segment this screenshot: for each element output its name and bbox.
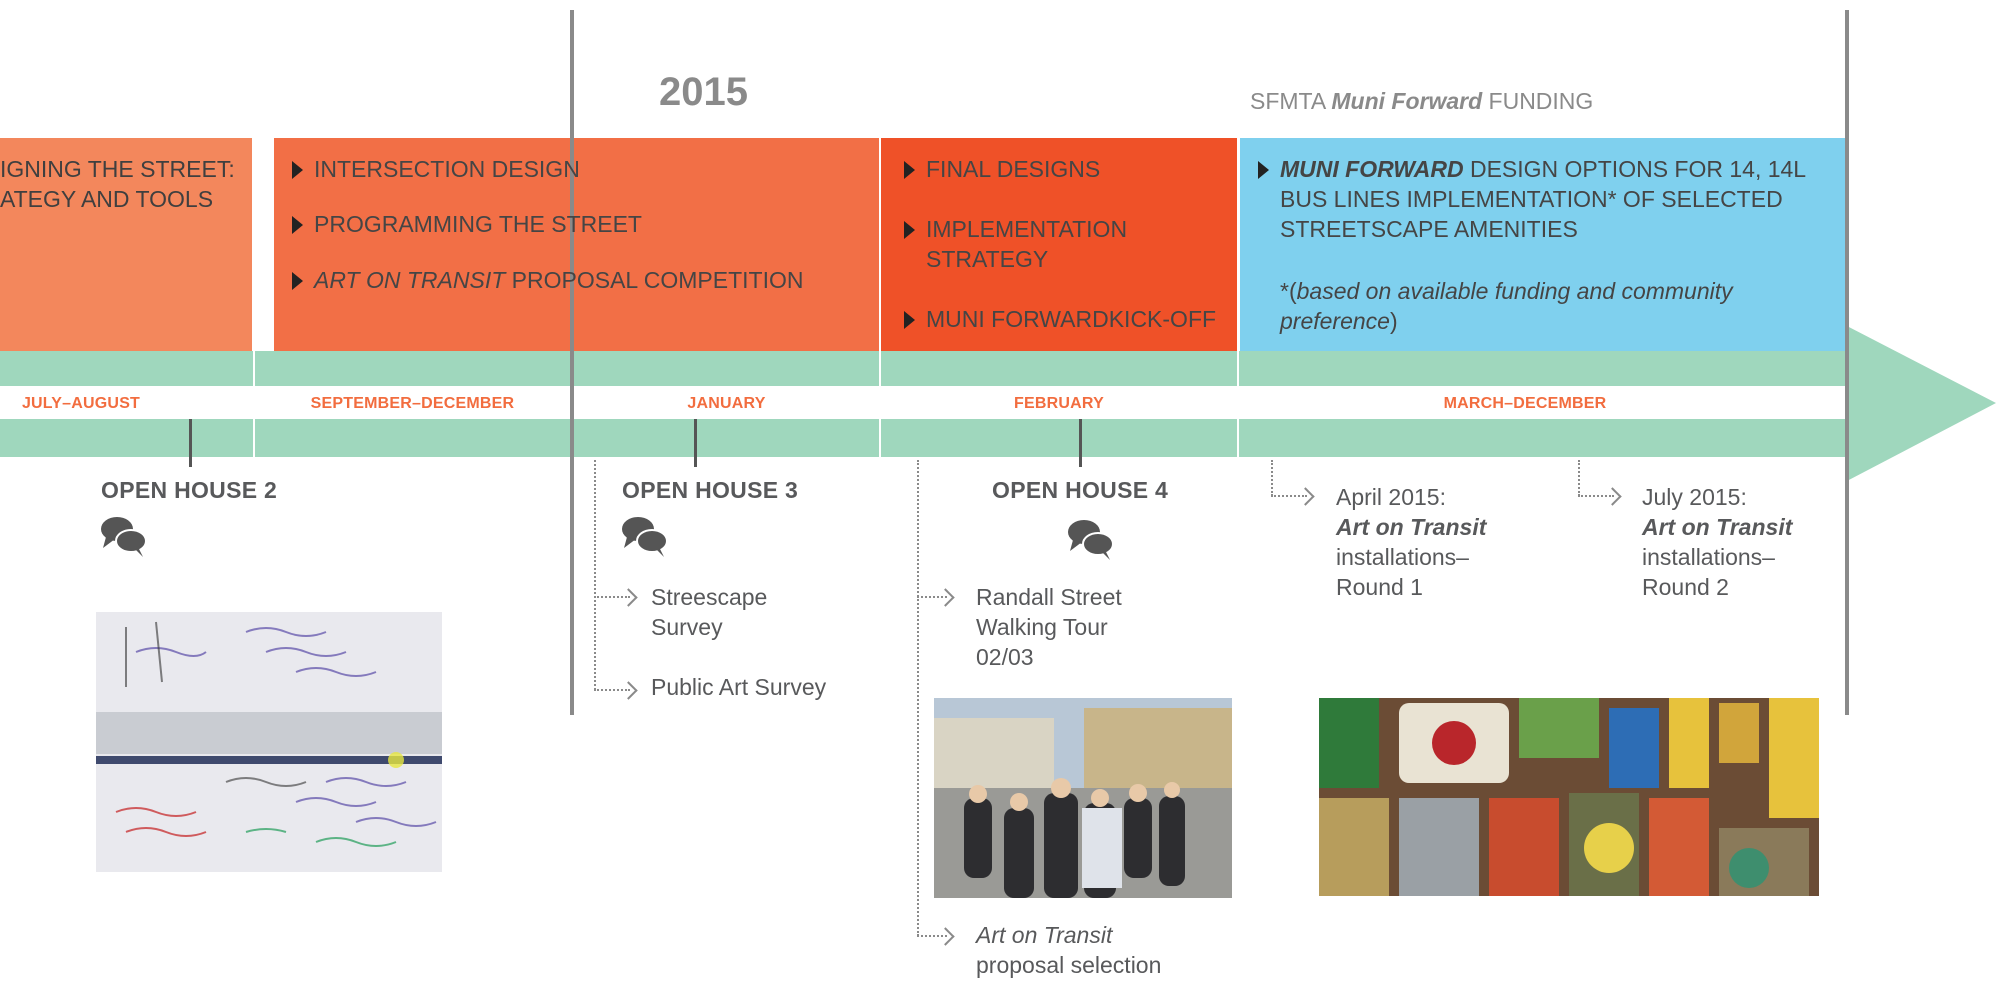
phase-separator bbox=[879, 138, 881, 457]
bullet-triangle-icon bbox=[292, 216, 303, 234]
phase-2-bullet-3: ART ON TRANSIT PROPOSAL COMPETITION bbox=[292, 265, 872, 295]
phase-4-block bbox=[1240, 138, 1848, 351]
connector-line bbox=[1578, 460, 1580, 496]
arrow-right-icon bbox=[1296, 487, 1315, 506]
phase-1-text: IGNING THE STREET: ATEGY AND TOOLS bbox=[0, 154, 235, 214]
connector-line bbox=[1578, 495, 1614, 497]
randall-walking-tour-note: Randall Street Walking Tour 02/03 bbox=[976, 584, 1122, 670]
walking-tour-photo bbox=[934, 698, 1232, 898]
public-art-survey-note: Public Art Survey bbox=[651, 674, 827, 700]
bullet-triangle-icon bbox=[904, 311, 915, 329]
phase-4-bullet-1: MUNI FORWARD DESIGN OPTIONS FOR 14, 14L … bbox=[1258, 154, 1818, 244]
funding-label: SFMTA Muni Forward FUNDING bbox=[1250, 88, 1593, 115]
arrow-right-icon bbox=[619, 588, 638, 607]
connector-line bbox=[1271, 495, 1307, 497]
connector-line bbox=[917, 460, 919, 936]
open-house-3-label: OPEN HOUSE 3 bbox=[622, 477, 799, 503]
timeline-arrowhead bbox=[1845, 325, 1996, 482]
funding-prefix: SFMTA bbox=[1250, 88, 1332, 114]
phase-2-block bbox=[274, 138, 879, 351]
open-house-2-label: OPEN HOUSE 2 bbox=[101, 477, 278, 503]
art-on-transit-em: ART ON TRANSIT bbox=[314, 267, 506, 293]
proposal-em: Art on Transit bbox=[976, 922, 1113, 948]
event-tick bbox=[694, 419, 697, 467]
art-installation-photo bbox=[1319, 698, 1819, 896]
phase-3-bullet-1: FINAL DESIGNS bbox=[904, 154, 1224, 184]
speech-bubbles-icon bbox=[101, 517, 147, 557]
date-label-february: FEBRUARY bbox=[1014, 395, 1104, 412]
connector-line bbox=[1271, 460, 1273, 496]
bullet-triangle-icon bbox=[292, 272, 303, 290]
phase-3-block bbox=[881, 138, 1237, 351]
streetscape-survey-note: Streescape Survey bbox=[651, 584, 768, 640]
connector-line bbox=[917, 935, 947, 937]
phase-1-block bbox=[0, 138, 252, 351]
arrow-right-icon bbox=[619, 681, 638, 700]
bullet-triangle-icon bbox=[904, 161, 915, 179]
year-divider-2015-start bbox=[570, 10, 574, 715]
date-label-jul-aug: JULY–AUGUST bbox=[21, 395, 141, 412]
date-label-sep-dec: SEPTEMBER–DECEMBER bbox=[310, 395, 515, 412]
funding-emphasis: Muni Forward bbox=[1331, 88, 1483, 114]
event-tick bbox=[1079, 419, 1082, 467]
bullet-triangle-icon bbox=[292, 161, 303, 179]
arrow-right-icon bbox=[936, 927, 955, 946]
connector-line bbox=[594, 689, 630, 691]
phase-2-bullet-1: INTERSECTION DESIGN bbox=[292, 154, 852, 184]
open-house-4-label: OPEN HOUSE 4 bbox=[992, 477, 1169, 503]
timeline-date-strip bbox=[0, 386, 1848, 419]
connector-line bbox=[594, 460, 596, 690]
phase-separator bbox=[1237, 138, 1239, 457]
phase-4-footnote: *(based on available funding and communi… bbox=[1280, 278, 1733, 334]
muni-forward-em: MUNI FORWARD bbox=[1280, 156, 1464, 182]
speech-bubbles-icon bbox=[622, 517, 668, 557]
date-label-mar-dec: MARCH–DECEMBER bbox=[1443, 395, 1607, 412]
phase-1-line2: ATEGY AND TOOLS bbox=[0, 186, 214, 212]
phase-3-bullet-3: MUNI FORWARDKICK-OFF bbox=[904, 304, 1239, 334]
phase-1-line1: IGNING THE STREET: bbox=[0, 156, 235, 182]
speech-bubbles-icon bbox=[1068, 520, 1114, 560]
funding-suffix: FUNDING bbox=[1482, 88, 1594, 114]
event-tick bbox=[189, 419, 192, 467]
open-house-comments-photo bbox=[96, 612, 442, 872]
funding-divider-end bbox=[1845, 10, 1849, 715]
connector-line bbox=[594, 596, 630, 598]
arrow-right-icon bbox=[1603, 487, 1622, 506]
phase-3-bullet-2: IMPLEMENTATION STRATEGY bbox=[904, 214, 1144, 274]
connector-line bbox=[917, 596, 947, 598]
bullet-triangle-icon bbox=[1258, 161, 1269, 179]
phase-separator bbox=[253, 138, 255, 457]
year-label: 2015 bbox=[659, 70, 748, 114]
arrow-right-icon bbox=[936, 588, 955, 607]
bullet-triangle-icon bbox=[904, 221, 915, 239]
date-label-january: JANUARY bbox=[687, 395, 766, 412]
phase-2-bullet-2: PROGRAMMING THE STREET bbox=[292, 209, 852, 239]
